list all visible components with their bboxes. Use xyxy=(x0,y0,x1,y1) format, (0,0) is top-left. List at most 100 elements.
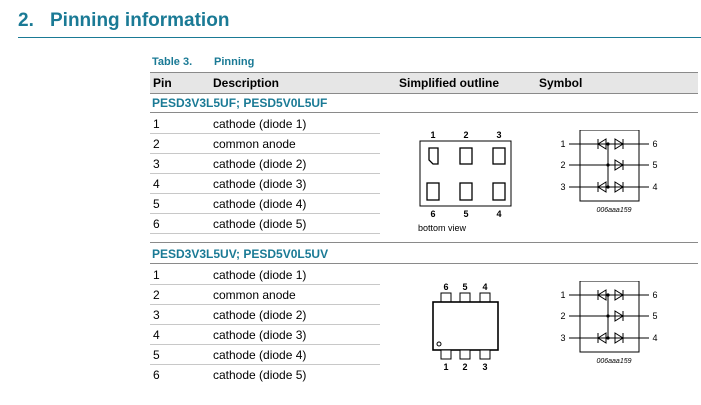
lead-6 xyxy=(440,292,452,303)
pin-description: cathode (diode 1) xyxy=(213,268,307,282)
lead-1 xyxy=(440,349,452,360)
diode-1-symbol xyxy=(597,138,607,150)
lead-2 xyxy=(459,349,471,360)
pin-description: cathode (diode 1) xyxy=(213,117,307,131)
symbol-left-pin: 3 xyxy=(560,333,565,343)
table-row: 5 cathode (diode 4) xyxy=(150,193,380,214)
outline-bottom-pin: 6 xyxy=(430,209,435,219)
pad-4 xyxy=(492,182,506,201)
pin-number: 1 xyxy=(153,117,160,131)
outline-top-pin: 1 xyxy=(430,130,435,140)
lead-4 xyxy=(479,292,491,303)
table-row: 3 cathode (diode 2) xyxy=(150,304,380,325)
outline-top-pin: 6 xyxy=(443,282,448,292)
diode-4-symbol xyxy=(614,310,624,322)
pin-number: 1 xyxy=(153,268,160,282)
group-separator xyxy=(150,242,698,243)
table-caption-label: Table 3. xyxy=(152,56,193,68)
pin-description: cathode (diode 4) xyxy=(213,197,307,211)
symbol-code: 006aaa159 xyxy=(596,207,631,214)
symbol-left-pin: 1 xyxy=(560,290,565,300)
outline-top-pin: 5 xyxy=(462,282,467,292)
pin-number: 2 xyxy=(153,137,160,151)
pad-1 xyxy=(428,147,439,165)
pin-number: 3 xyxy=(153,308,160,322)
header-symbol: Symbol xyxy=(539,76,583,90)
junction-dot xyxy=(606,314,610,318)
symbol-right-pin: 5 xyxy=(652,311,657,321)
pin-number: 5 xyxy=(153,197,160,211)
view-label: bottom view xyxy=(418,223,467,233)
junction-dot xyxy=(606,142,610,146)
outline-top-pin: 3 xyxy=(496,130,501,140)
section-heading: Pinning information xyxy=(50,10,230,31)
header-description: Description xyxy=(213,76,280,90)
package-body xyxy=(432,301,499,351)
pad-6 xyxy=(426,182,440,201)
lead-3 xyxy=(479,349,491,360)
diode-1-symbol xyxy=(597,289,607,301)
table-row: 4 cathode (diode 3) xyxy=(150,324,380,345)
symbol-figure-2: 1 2 3 6 5 4 006aaa159 xyxy=(560,281,658,365)
symbol-left-pin: 2 xyxy=(560,160,565,170)
pin-number: 6 xyxy=(153,368,160,382)
diode-3-symbol xyxy=(614,332,624,344)
pin-description: cathode (diode 3) xyxy=(213,328,307,342)
group-1-title: PESD3V3L5UF; PESD5V0L5UF xyxy=(152,96,328,110)
table-row: 2 common anode xyxy=(150,284,380,305)
symbol-left-pin: 1 xyxy=(560,139,565,149)
symbol-right-pin: 4 xyxy=(652,182,657,192)
pad-5 xyxy=(459,182,473,201)
section-title: 2.Pinning information xyxy=(18,10,229,32)
group-1-row: PESD3V3L5UF; PESD5V0L5UF xyxy=(150,93,698,113)
junction-dot xyxy=(606,185,610,189)
table-row: 1 cathode (diode 1) xyxy=(150,264,380,285)
table-caption-title: Pinning xyxy=(214,56,255,68)
symbol-code: 006aaa159 xyxy=(596,358,631,365)
pin-description: cathode (diode 5) xyxy=(213,217,307,231)
group-2-row: PESD3V3L5UV; PESD5V0L5UV xyxy=(150,244,698,264)
pin-number: 3 xyxy=(153,157,160,171)
pin-1-marker xyxy=(436,341,442,347)
junction-dot xyxy=(606,336,610,340)
outline-bottom-pin: 2 xyxy=(462,362,467,372)
table-row: 1 cathode (diode 1) xyxy=(150,113,380,134)
pin-number: 2 xyxy=(153,288,160,302)
symbol-right-pin: 6 xyxy=(652,290,657,300)
pin-description: cathode (diode 2) xyxy=(213,308,307,322)
pin-number: 4 xyxy=(153,177,160,191)
table-header-row xyxy=(150,72,698,94)
pin-description: cathode (diode 4) xyxy=(213,348,307,362)
outline-bottom-pin: 4 xyxy=(496,209,501,219)
pad-3 xyxy=(492,147,506,165)
symbol-left-pin: 3 xyxy=(560,182,565,192)
pin-number: 4 xyxy=(153,328,160,342)
outline-top-pin: 2 xyxy=(463,130,468,140)
symbol-figure-1: 1 2 3 6 5 4 006aaa159 xyxy=(560,130,658,214)
header-pin: Pin xyxy=(153,76,172,90)
symbol-right-pin: 5 xyxy=(652,160,657,170)
pin-number: 5 xyxy=(153,348,160,362)
pin-description: cathode (diode 5) xyxy=(213,368,307,382)
pin-description: cathode (diode 2) xyxy=(213,157,307,171)
symbol-right-pin: 4 xyxy=(652,333,657,343)
table-row: 5 cathode (diode 4) xyxy=(150,344,380,365)
diode-5-symbol xyxy=(614,138,624,150)
outline-bottom-pin: 3 xyxy=(482,362,487,372)
outline-bottom-pin: 1 xyxy=(443,362,448,372)
lead-5 xyxy=(459,292,471,303)
table-row: 6 cathode (diode 5) xyxy=(150,364,380,384)
junction-dot xyxy=(606,293,610,297)
diode-2-symbol xyxy=(597,332,607,344)
outline-top-pin: 4 xyxy=(482,282,487,292)
diode-4-symbol xyxy=(614,159,624,171)
diode-2-symbol xyxy=(597,181,607,193)
symbol-right-pin: 6 xyxy=(652,139,657,149)
pin-number: 6 xyxy=(153,217,160,231)
table-row: 3 cathode (diode 2) xyxy=(150,153,380,174)
header-outline: Simplified outline xyxy=(399,76,500,90)
group-2-title: PESD3V3L5UV; PESD5V0L5UV xyxy=(152,247,329,261)
pin-description: common anode xyxy=(213,288,296,302)
pin-description: common anode xyxy=(213,137,296,151)
